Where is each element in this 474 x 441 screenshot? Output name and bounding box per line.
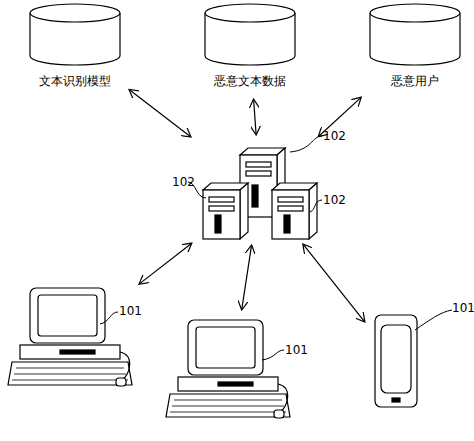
node-label: 文本识别模型 [25, 74, 125, 88]
double-arrow [242, 246, 252, 309]
database-node: 恶意用户 [365, 2, 465, 94]
leader-line [415, 310, 452, 330]
callout-number: 102 [323, 193, 346, 207]
server-cluster: 102102102 [195, 140, 325, 240]
leader-line [310, 200, 322, 212]
server-tower [203, 183, 248, 239]
database-cylinder [370, 4, 460, 65]
leader-line [290, 136, 322, 152]
computer-node: 101 [170, 315, 295, 425]
callout-number: 101 [119, 304, 142, 318]
desktop-computer [8, 288, 132, 386]
double-arrow [303, 245, 364, 322]
server-tower [272, 183, 317, 239]
leader-line [100, 312, 118, 324]
callout-number: 101 [452, 301, 474, 315]
callout-number: 102 [172, 175, 195, 189]
computer-node: 101 [10, 282, 135, 390]
node-label: 恶意文本数据 [195, 74, 305, 88]
database-cylinder [30, 4, 120, 65]
double-arrow [140, 244, 191, 284]
desktop-computer [166, 320, 290, 418]
phone-node: 101 [368, 310, 422, 410]
double-arrow [254, 100, 256, 134]
callout-number: 101 [285, 343, 308, 357]
node-label: 恶意用户 [365, 74, 465, 88]
database-node: 恶意文本数据 [195, 2, 305, 94]
callout-number: 102 [323, 129, 346, 143]
double-arrow [130, 90, 190, 136]
leader-line [262, 350, 284, 360]
mobile-phone [375, 315, 417, 407]
database-node: 文本识别模型 [25, 2, 125, 94]
database-cylinder [205, 4, 295, 65]
